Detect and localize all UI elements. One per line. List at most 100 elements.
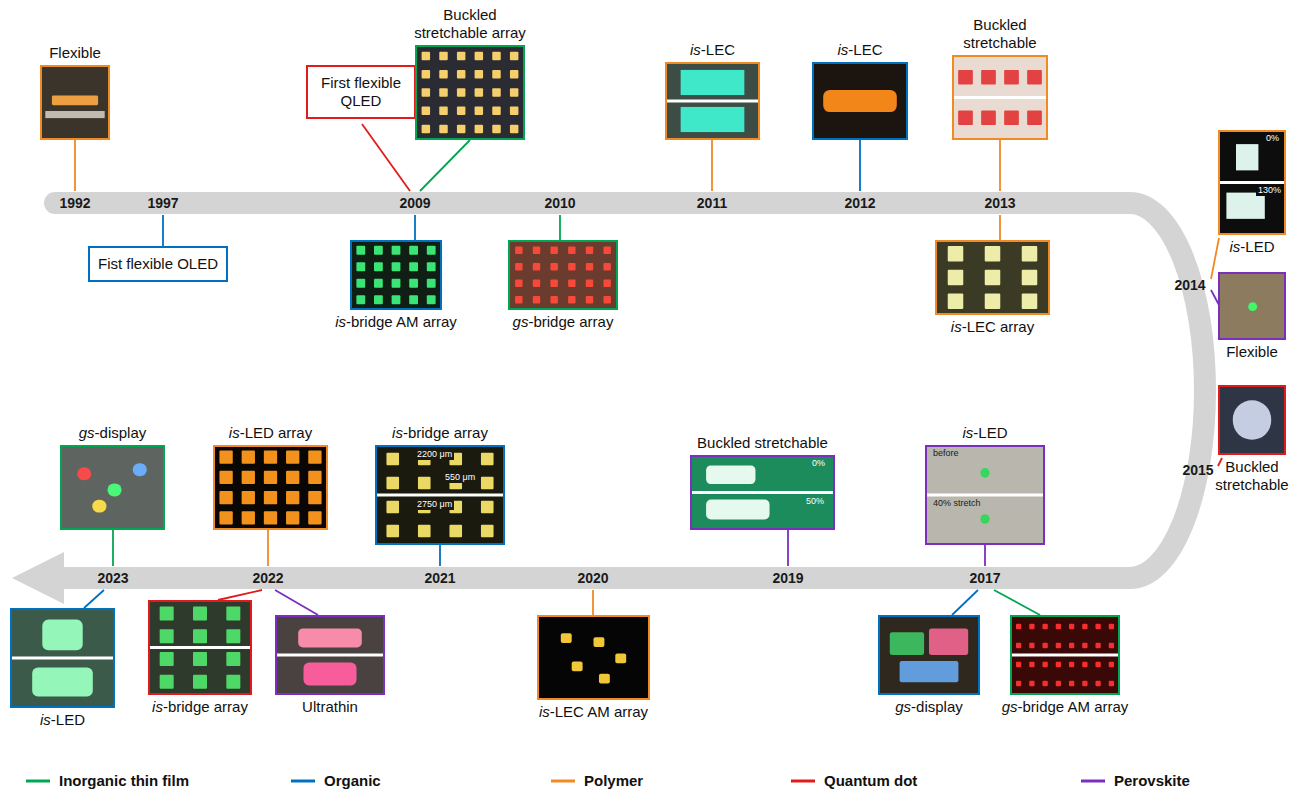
photo-illustration	[215, 447, 326, 528]
image-panel: gs-display	[60, 445, 165, 530]
panel-caption: is-LEC AM array	[519, 703, 669, 721]
image-panel: Buckled stretchable array	[415, 45, 525, 140]
photo-illustration	[880, 617, 978, 693]
legend-text: Perovskite	[1114, 772, 1190, 789]
year-label: 2009	[399, 195, 430, 211]
year-label: 2015	[1182, 462, 1213, 478]
leader-line	[414, 215, 416, 240]
leader-line	[420, 140, 470, 191]
photo-illustration	[539, 617, 648, 698]
image-panel: gs-bridge AM array	[1010, 615, 1120, 695]
image-annotation: 2200 μm	[415, 450, 454, 460]
year-label: 2021	[424, 570, 455, 586]
panel-caption: is-bridge array	[135, 698, 265, 716]
image-panel: Ultrathin	[275, 615, 385, 695]
milestone-text: Fist flexible OLED	[96, 255, 220, 273]
photo-illustration	[150, 602, 250, 693]
leader-line	[1218, 458, 1222, 466]
photo-illustration	[927, 447, 1043, 543]
year-label: 2011	[697, 195, 727, 211]
image-panel: is-bridge array2200 μm550 μm2750 μm	[375, 445, 505, 545]
image-panel: is-LEC	[812, 62, 908, 140]
legend-text: Organic	[324, 772, 381, 789]
legend-text: Quantum dot	[824, 772, 917, 789]
image-panel: is-bridge array	[148, 600, 252, 695]
photo-illustration	[1220, 274, 1284, 338]
image-panel: is-LED	[10, 608, 115, 708]
panel-caption: is-LED	[935, 424, 1035, 442]
leader-line	[275, 590, 318, 615]
year-label: 2023	[97, 570, 128, 586]
legend-text: Polymer	[584, 772, 643, 789]
photo-illustration	[277, 617, 383, 693]
panel-caption: is-LEC array	[918, 318, 1068, 336]
image-panel: is-LEDbefore40% stretch	[925, 445, 1045, 545]
panel-caption: gs-bridge AM array	[985, 698, 1145, 716]
leader-line	[162, 215, 164, 246]
image-annotation: 130%	[1256, 186, 1283, 196]
image-panel: Buckled stretchable	[1218, 385, 1286, 455]
image-annotation: 50%	[804, 497, 826, 507]
panel-caption: is-LEC	[810, 41, 910, 59]
legend-swatch	[1080, 778, 1106, 784]
timeline-band	[55, 203, 1205, 578]
photo-illustration	[352, 242, 440, 308]
panel-caption: gs-display	[869, 698, 989, 716]
image-annotation: 2750 μm	[415, 500, 454, 510]
photo-illustration	[377, 447, 503, 543]
legend-swatch	[25, 778, 51, 784]
image-annotation: 0%	[810, 459, 827, 469]
photo-illustration	[417, 47, 523, 138]
image-panel: is-LEC	[665, 62, 760, 140]
year-label: 2022	[252, 570, 283, 586]
legend-text: Inorganic thin film	[59, 772, 189, 789]
year-label: 2020	[577, 570, 608, 586]
leader-line	[994, 590, 1040, 615]
panel-caption: Buckled stretchable	[1212, 458, 1292, 494]
leader-line	[952, 590, 978, 615]
leader-line	[84, 590, 104, 608]
leader-line	[218, 590, 262, 600]
year-label: 2017	[969, 570, 1000, 586]
image-annotation: 550 μm	[443, 473, 477, 483]
year-label: 2014	[1174, 277, 1205, 293]
image-panel: is-LEC array	[935, 240, 1050, 315]
legend-swatch	[790, 778, 816, 784]
image-panel: Flexible	[1218, 272, 1286, 340]
photo-illustration	[937, 242, 1048, 313]
panel-caption: is-bridge array	[365, 424, 515, 442]
panel-caption: is-LED	[1212, 238, 1292, 256]
image-panel: is-bridge AM array	[350, 240, 442, 310]
panel-caption: Flexible	[30, 44, 120, 62]
panel-caption: Buckled stretchable	[678, 434, 848, 452]
image-panel: is-LED array	[213, 445, 328, 530]
panel-caption: Ultrathin	[270, 698, 390, 716]
panel-caption: gs-bridge array	[488, 313, 638, 331]
panel-caption: Buckled stretchable	[950, 16, 1050, 52]
photo-illustration	[814, 64, 906, 138]
photo-illustration	[1012, 617, 1118, 693]
year-label: 2019	[772, 570, 803, 586]
image-panel: gs-bridge array	[508, 240, 618, 310]
year-label: 2012	[844, 195, 875, 211]
legend-swatch	[550, 778, 576, 784]
photo-illustration	[12, 610, 113, 706]
image-panel: Flexible	[40, 65, 110, 140]
leader-line	[859, 140, 861, 191]
leader-line	[267, 530, 269, 566]
photo-illustration	[42, 67, 108, 138]
leader-line	[362, 124, 410, 191]
leader-line	[592, 590, 594, 615]
year-label: 2010	[544, 195, 575, 211]
photo-illustration	[667, 64, 758, 138]
panel-caption: is-LED array	[206, 424, 336, 442]
timeline-arrowhead	[12, 552, 64, 604]
leader-line	[999, 140, 1001, 191]
panel-caption: is-LEC	[663, 41, 763, 59]
panel-caption: gs-display	[53, 424, 173, 442]
photo-illustration	[954, 57, 1046, 138]
leader-line	[112, 530, 114, 566]
milestone-text: First flexible QLED	[314, 74, 408, 110]
photo-illustration	[1220, 132, 1284, 233]
photo-illustration	[62, 447, 163, 528]
